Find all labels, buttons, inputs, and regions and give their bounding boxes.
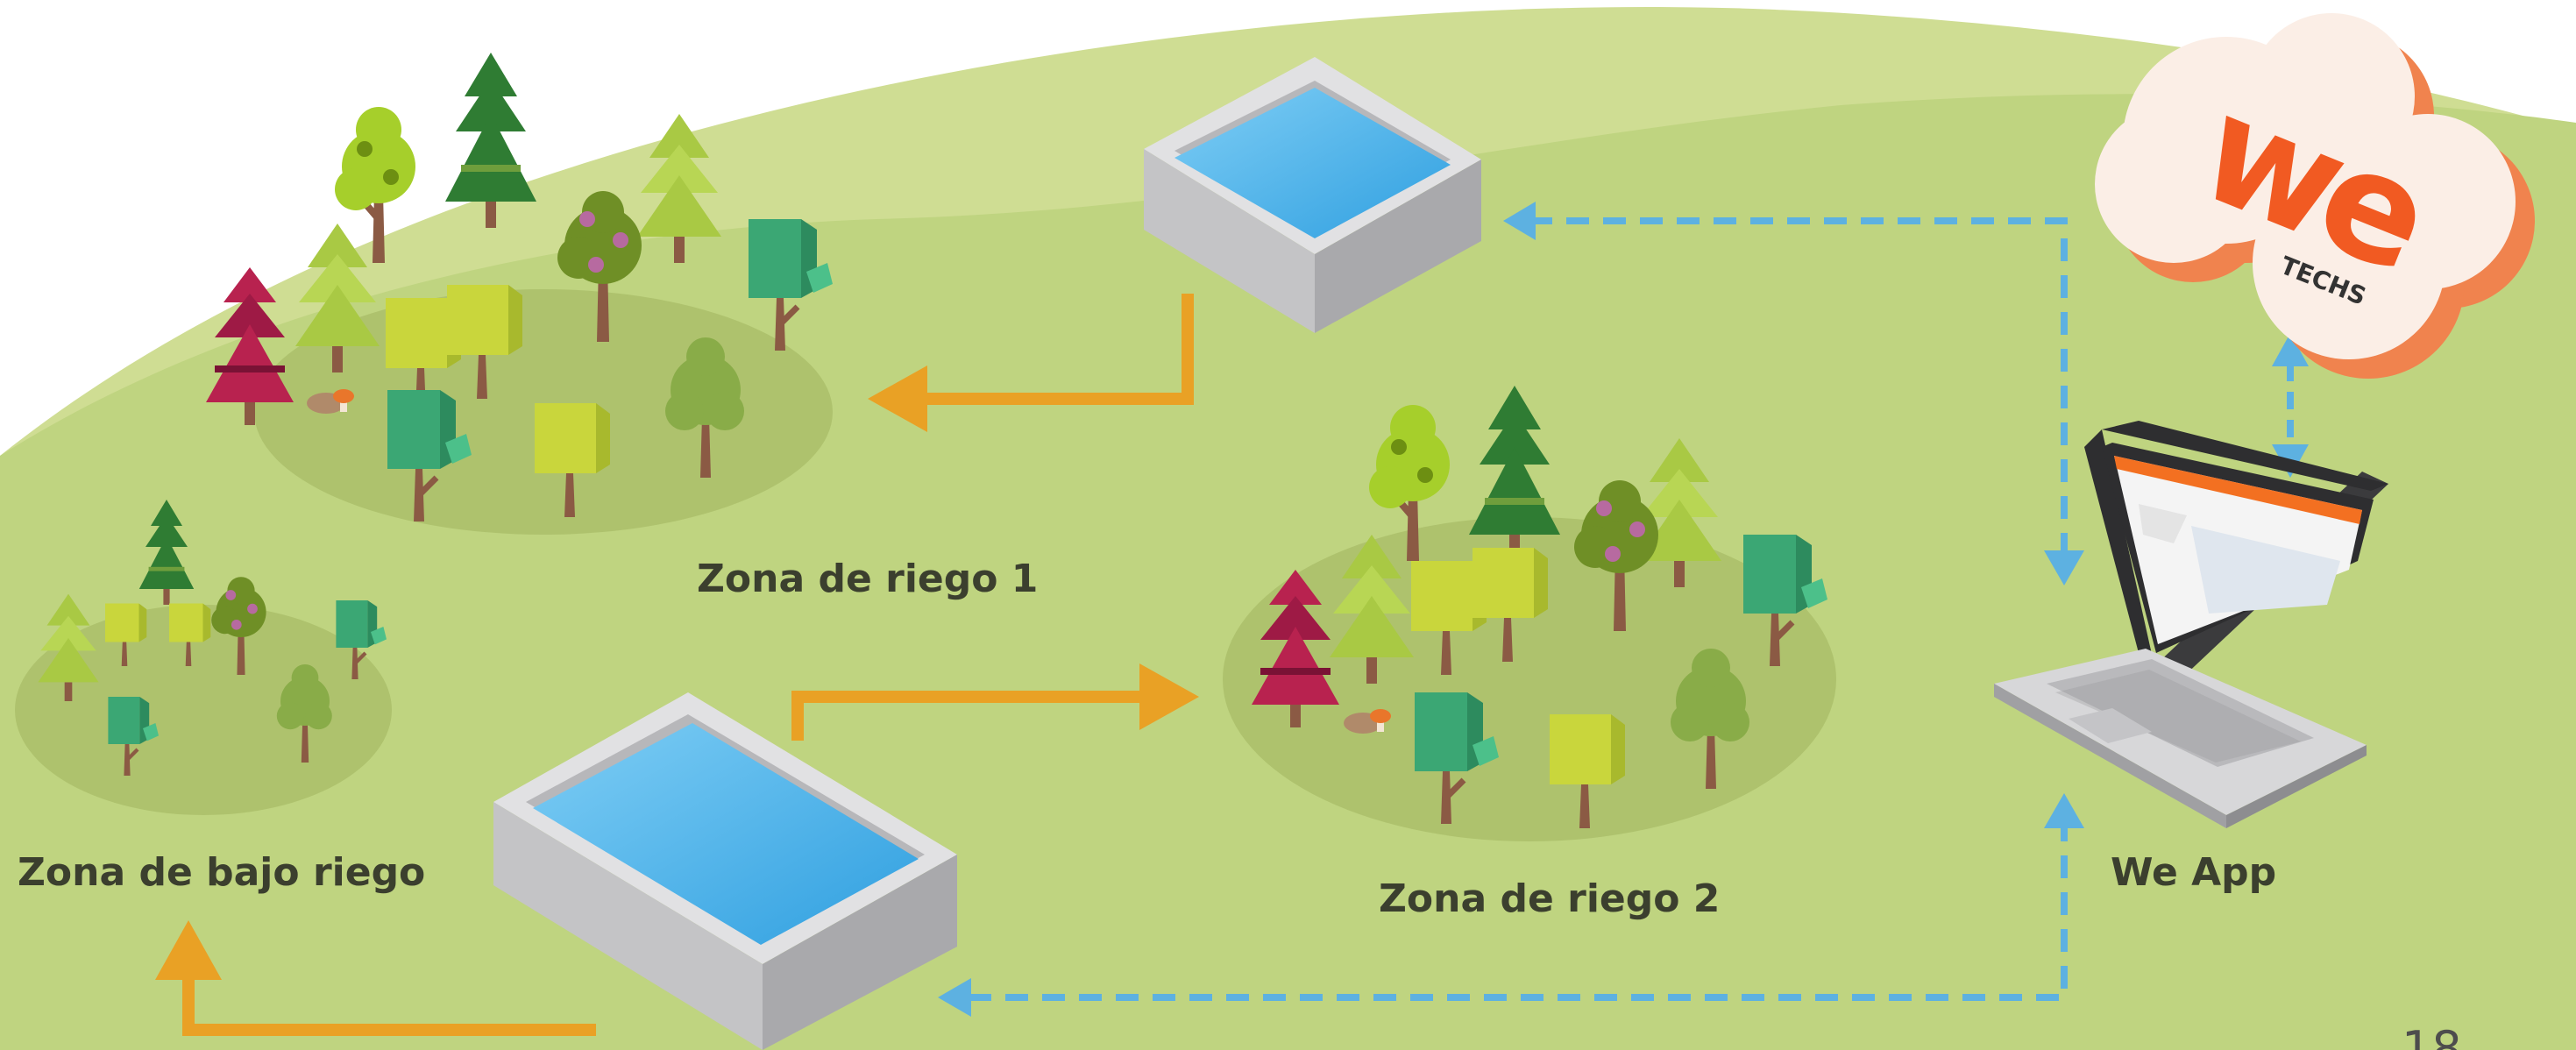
data-link-upper-arrow-left — [1503, 202, 1536, 240]
cloud-icon — [2095, 13, 2535, 379]
arrow-to-low-zone — [155, 920, 596, 1036]
label-zone2: Zona de riego 2 — [1379, 876, 1720, 921]
data-link-upper — [1529, 217, 2068, 552]
arrow-tank-to-zone1 — [868, 294, 1194, 432]
label-app: We App — [2111, 850, 2276, 895]
data-link-upper-arrow-down — [2044, 550, 2084, 585]
laptop-icon — [1994, 421, 2388, 828]
page-number: 18 — [2402, 1021, 2462, 1050]
water-tank-upper — [1144, 57, 1481, 333]
water-tank-lower — [493, 692, 957, 1050]
data-link-lower-arrow-left — [938, 978, 971, 1017]
label-zone-low: Zona de bajo riego — [18, 850, 425, 895]
data-link-lower-arrow-up — [2044, 793, 2084, 828]
arrow-tank-to-zone2 — [791, 663, 1199, 741]
zone-low-ground — [15, 605, 392, 815]
label-zone1: Zona de riego 1 — [697, 557, 1038, 601]
